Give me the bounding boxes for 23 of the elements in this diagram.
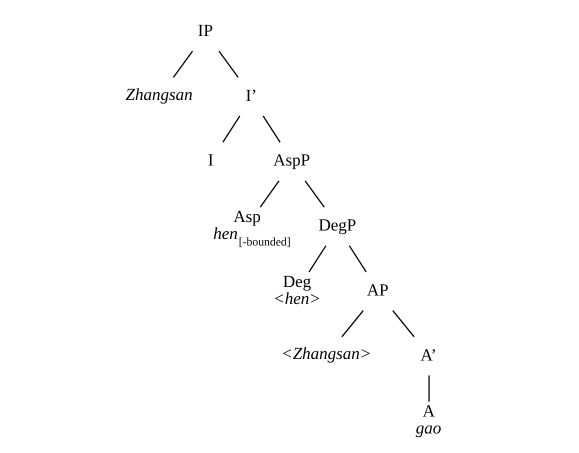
node-text: <Zhangsan> (281, 344, 372, 364)
connector (304, 180, 325, 208)
connector (308, 245, 326, 272)
node-text: Deg <hen> (273, 272, 321, 308)
connector (428, 375, 430, 402)
connector (392, 310, 415, 338)
connector (222, 116, 240, 143)
node-text: Asp hen$_{[-bounded]}$ (213, 207, 291, 249)
connector (348, 245, 367, 272)
node-text: DegP (318, 216, 356, 235)
connector (262, 116, 281, 143)
node-text: AP (366, 280, 389, 300)
node-text: I’ (246, 86, 257, 105)
node-text: A’ (420, 345, 437, 364)
connector (341, 310, 364, 338)
node-text: I (208, 150, 214, 170)
node-text: Zhangsan (126, 84, 193, 104)
connector (172, 50, 194, 78)
node-text: AspP (273, 150, 310, 170)
connector (218, 50, 239, 78)
node-text: A gao (416, 402, 442, 438)
node-text: IP (198, 20, 213, 40)
connector (260, 180, 280, 208)
